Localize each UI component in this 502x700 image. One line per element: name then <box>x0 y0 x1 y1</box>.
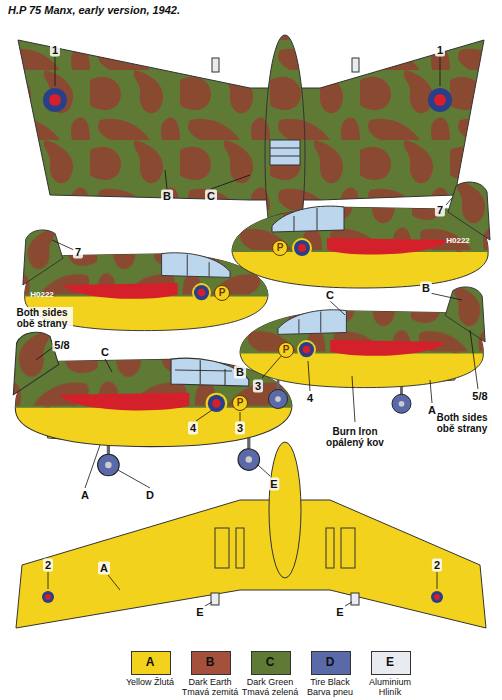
legend-letter: E <box>386 655 394 669</box>
legend-letter: D <box>326 655 335 669</box>
title: H.P 75 Manx, early version, 1942. <box>8 4 180 16</box>
callout-label: A <box>98 562 110 575</box>
squadron-letter: P <box>232 395 248 411</box>
callout-label: B <box>234 366 246 379</box>
legend-text: Yellow Žlutá <box>119 677 181 687</box>
callout-label: 3 <box>253 380 263 393</box>
callout-label: C <box>324 289 336 302</box>
callout-label: E <box>194 606 205 619</box>
callout-label: C <box>99 346 111 359</box>
legend-letter: B <box>206 655 215 669</box>
callout-label: B <box>420 282 432 295</box>
callout-label: E <box>334 606 345 619</box>
callout-label: 2 <box>43 559 53 572</box>
legend-text: Tire Black Barva pneu <box>299 677 361 697</box>
callout-label: 4 <box>305 392 315 405</box>
note-label: Both sides obě strany <box>11 307 73 329</box>
serial-number: H0222 <box>30 290 54 299</box>
legend-text: Dark Earth Tmavá zemitá <box>179 677 241 697</box>
callout-label: B <box>161 190 173 203</box>
legend-letter: C <box>266 655 275 669</box>
callout-label: 3 <box>235 422 245 435</box>
callout-label: 1 <box>50 44 60 57</box>
callout-label: 5/8 <box>470 390 489 403</box>
callout-label: 5/8 <box>52 339 71 352</box>
serial-number: H0222 <box>446 236 470 245</box>
legend-letter: A <box>146 655 155 669</box>
callout-label: 7 <box>73 246 83 259</box>
legend-text: Aluminium Hliník <box>359 677 421 697</box>
callout-label: 7 <box>435 204 445 217</box>
callout-label: 1 <box>435 44 445 57</box>
callout-label: 2 <box>432 559 442 572</box>
callout-label: E <box>268 478 279 491</box>
squadron-letter: P <box>214 285 230 301</box>
note-label: Both sides obě strany <box>431 412 493 434</box>
callout-label: C <box>205 190 217 203</box>
squadron-letter: P <box>278 342 294 358</box>
callout-label: 4 <box>188 422 198 435</box>
callout-label: A <box>79 489 91 502</box>
callout-label: D <box>144 489 156 502</box>
note-label: Burn Iron opálený kov <box>324 426 386 448</box>
callout-label: A <box>426 404 438 417</box>
legend-text: Dark Green Tmavá zelená <box>239 677 301 697</box>
squadron-letter: P <box>272 240 288 256</box>
